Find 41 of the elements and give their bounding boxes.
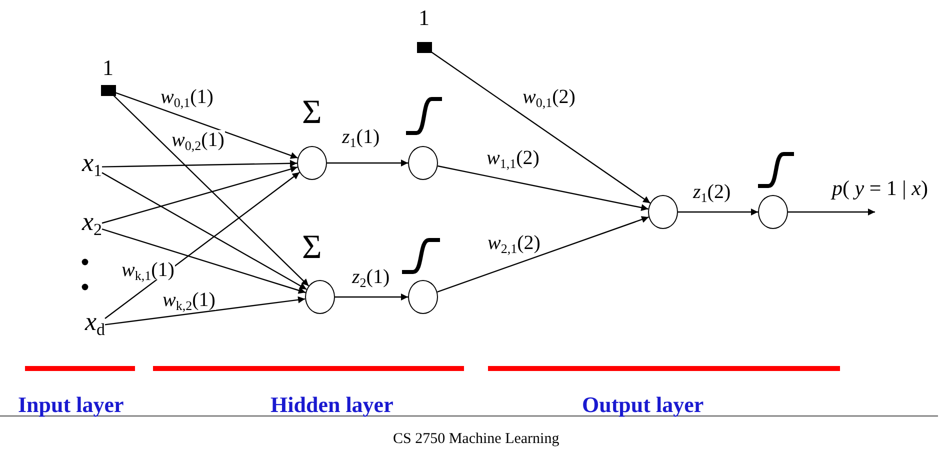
- weight-label: w$_{k,1}$(1): [120, 260, 176, 280]
- weight-label: w$_{0,2}$(1): [170, 130, 226, 150]
- arrow: [113, 95, 310, 286]
- weight-label: z$_{2}$(1): [351, 267, 391, 287]
- arrow: [102, 172, 307, 290]
- arrow: [788, 208, 875, 216]
- neuron-circle: [648, 195, 678, 229]
- weight-label: z$_{1}$(2): [692, 182, 732, 202]
- weight-label: w$_{1,1}$(2): [486, 148, 540, 168]
- bias-value: 1: [418, 7, 430, 29]
- arrow: [102, 228, 306, 294]
- arrow: [438, 165, 648, 212]
- neuron-circle: [408, 280, 438, 314]
- arrow: [104, 172, 300, 319]
- arrow: [327, 160, 408, 166]
- input-variable: x$_{d}$: [85, 309, 105, 335]
- bias-value: 1: [102, 57, 114, 79]
- footer-text: CS 2750 Machine Learning: [393, 432, 560, 446]
- weight-label: z$_{1}$(1): [341, 127, 381, 147]
- arrow: [437, 216, 649, 292]
- arrow: [102, 160, 298, 168]
- layer-label: Hidden layer: [270, 394, 394, 416]
- weight-label: w$_{0,1}$(2): [522, 87, 576, 107]
- summation-symbol: Σ: [302, 96, 322, 130]
- weight-label: w$_{0,1}$(1): [160, 87, 214, 107]
- weight-label: w$_{2,1}$(2): [486, 233, 542, 253]
- weight-label: w$_{k,2}$(1): [162, 290, 216, 310]
- arrow: [335, 294, 408, 300]
- arrow: [431, 52, 651, 204]
- input-variable: x$_{2}$: [82, 209, 102, 235]
- summation-symbol: Σ: [302, 231, 322, 265]
- arrow: [104, 296, 306, 326]
- neuron-circle: [408, 146, 438, 180]
- output-label: p( y = 1 | x): [831, 178, 929, 198]
- arrow: [102, 166, 298, 224]
- neuron-circle: [758, 195, 788, 229]
- input-variable: x$_{1}$: [82, 150, 102, 176]
- layer-label: Input layer: [18, 394, 124, 416]
- layer-label: Output layer: [582, 394, 704, 416]
- arrow: [678, 208, 758, 216]
- arrow: [115, 92, 298, 159]
